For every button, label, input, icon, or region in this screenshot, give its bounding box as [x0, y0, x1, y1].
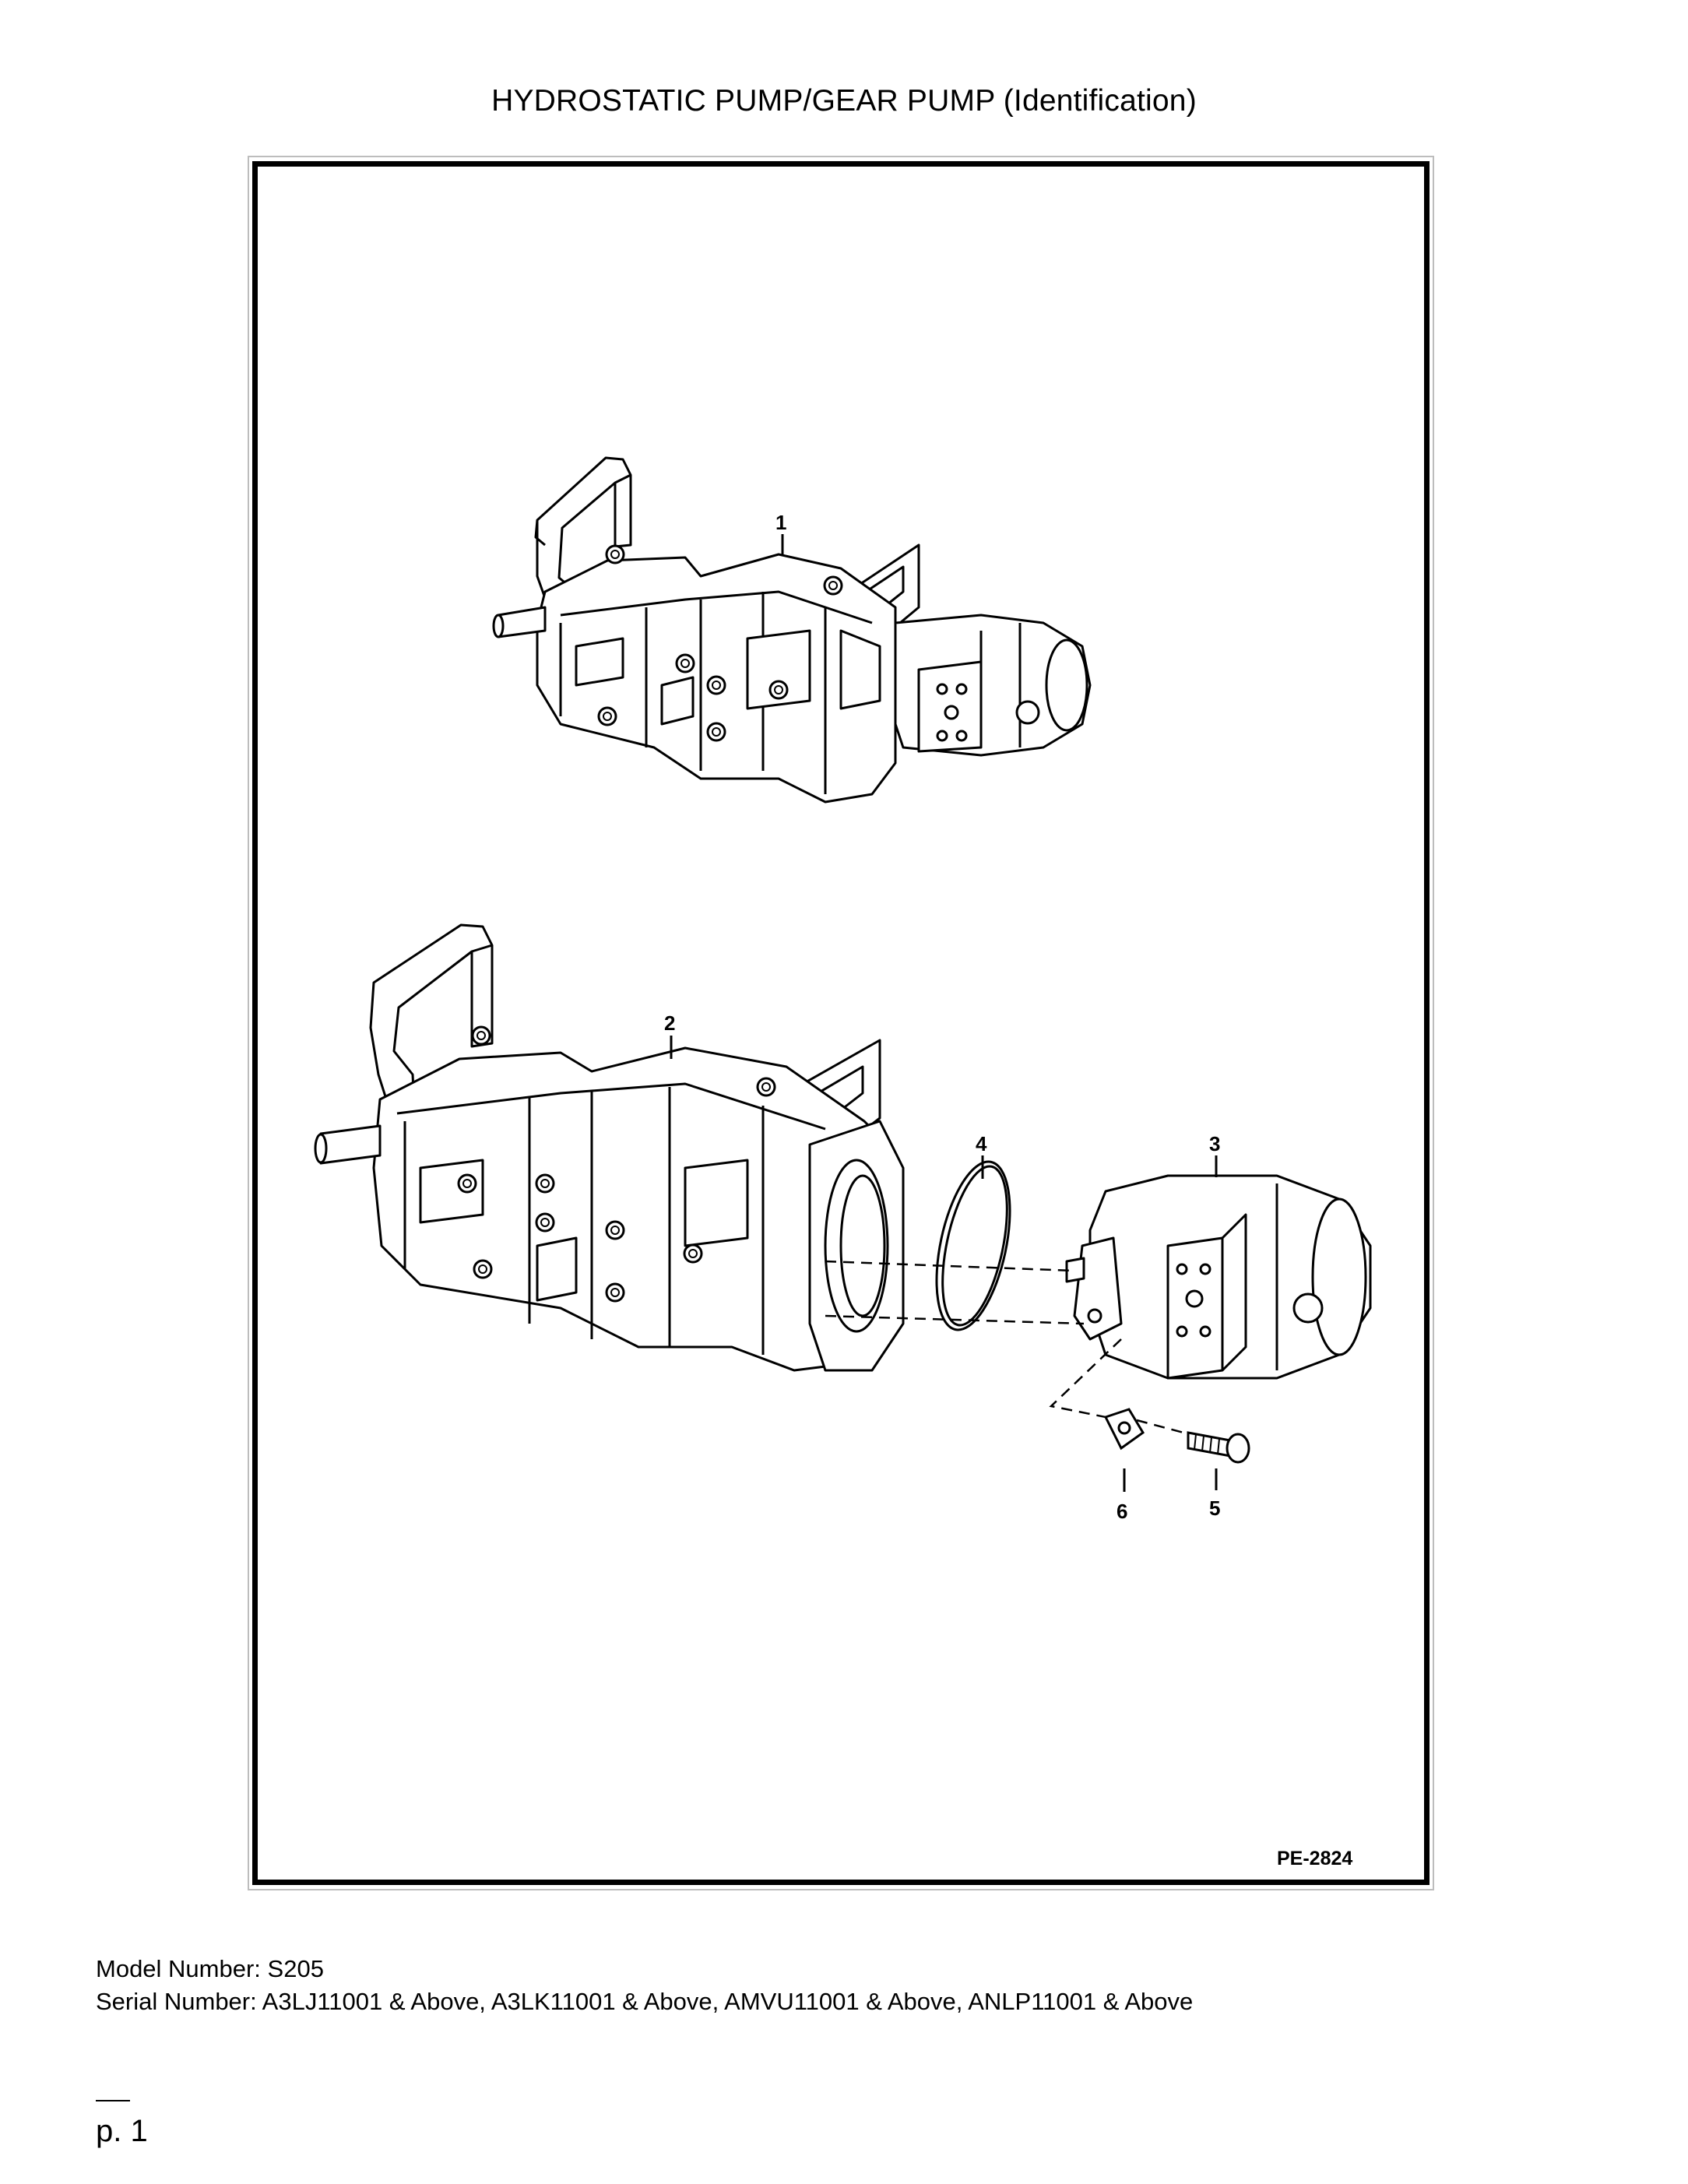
gear-pump-shaft — [1065, 1257, 1085, 1283]
shaft-bottom — [319, 1124, 382, 1165]
model-number-label: Model Number: — [96, 1955, 261, 1982]
washer — [1103, 1408, 1145, 1451]
svg-text:1: 1 — [775, 511, 786, 534]
bolt — [1187, 1431, 1250, 1464]
figure-frame — [252, 161, 1430, 1885]
page-number-rule — [96, 2100, 130, 2101]
model-number-line: Model Number: S205 — [96, 1955, 324, 1983]
callout-3: 3 — [1209, 1132, 1220, 1177]
callout-2: 2 — [664, 1011, 675, 1059]
callout-5: 5 — [1209, 1468, 1220, 1520]
gear-pump — [1065, 1174, 1372, 1380]
serial-number-line: Serial Number: A3LJ11001 & Above, A3LK11… — [96, 1988, 1193, 2016]
callout-4: 4 — [976, 1132, 987, 1179]
svg-text:6: 6 — [1117, 1500, 1127, 1523]
svg-text:2: 2 — [664, 1011, 675, 1035]
alignment-lines — [825, 1260, 1184, 1434]
page-title: HYDROSTATIC PUMP/GEAR PUMP (Identificati… — [491, 84, 1197, 118]
callout-1: 1 — [775, 511, 786, 556]
svg-text:3: 3 — [1209, 1132, 1220, 1155]
svg-text:5: 5 — [1209, 1496, 1220, 1520]
serial-number-label: Serial Number: — [96, 1988, 257, 2015]
o-ring — [935, 1160, 1011, 1331]
serial-number-value: A3LJ11001 & Above, A3LK11001 & Above, AM… — [262, 1988, 1194, 2015]
page-number: p. 1 — [96, 2114, 148, 2148]
figure-id: PE-2824 — [1277, 1848, 1353, 1869]
callout-6: 6 — [1117, 1468, 1127, 1523]
figure-frame-outer — [248, 156, 1434, 1890]
shaft-top — [497, 606, 547, 638]
model-number-value: S205 — [267, 1955, 324, 1982]
svg-text:4: 4 — [976, 1132, 987, 1155]
gear-pump-flange — [1073, 1236, 1123, 1341]
hydrostatic-pump-assembly-bottom — [314, 923, 905, 1372]
bracket-bottom — [369, 923, 494, 1110]
pump-flange — [808, 1120, 905, 1372]
hydrostatic-pump-assembly-top — [492, 456, 1092, 804]
